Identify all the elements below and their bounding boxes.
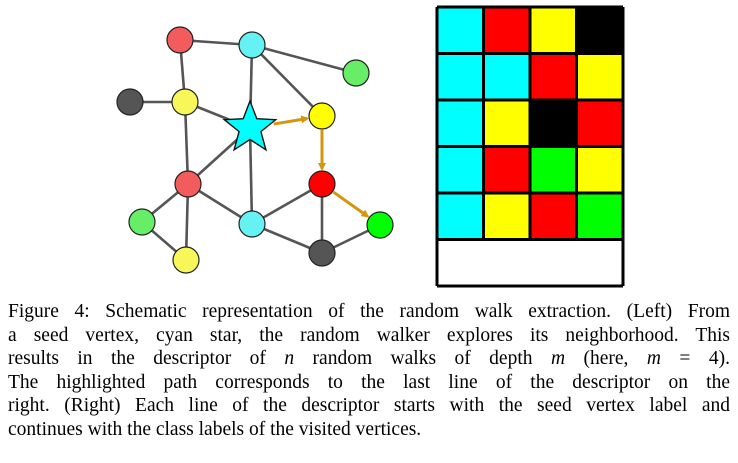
graph-node-cyan bbox=[238, 210, 266, 238]
graph-edge bbox=[251, 43, 357, 75]
caption-text: random walks of depth bbox=[294, 348, 551, 370]
caption-line: continues with the class labels of the v… bbox=[8, 418, 422, 440]
graph-node-green bbox=[366, 211, 394, 239]
descriptor-cell-cyan bbox=[437, 100, 484, 147]
descriptor-cell-yellow bbox=[576, 53, 623, 100]
descriptor-cell-red bbox=[576, 100, 623, 147]
graph-edge bbox=[183, 101, 190, 185]
seed-star-icon bbox=[222, 99, 278, 152]
random-walk-path bbox=[273, 115, 370, 218]
graph-node-yellow bbox=[172, 246, 200, 274]
caption-variable-m: m bbox=[646, 348, 661, 370]
walk-arrow bbox=[273, 115, 310, 126]
descriptor-cell-red bbox=[530, 193, 577, 240]
caption-line: Figure 4: Schematic representation of th… bbox=[8, 301, 730, 322]
descriptor-cell-empty bbox=[530, 239, 577, 286]
descriptor-cell-empty bbox=[576, 239, 623, 286]
descriptor-grid bbox=[435, 5, 625, 288]
graph-node-gray bbox=[308, 239, 336, 267]
graph-edge bbox=[251, 44, 323, 117]
caption-text: (here, bbox=[565, 348, 647, 370]
graph-node-cyan bbox=[238, 31, 266, 59]
caption-variable-m: m bbox=[550, 348, 566, 370]
descriptor-cell-black bbox=[576, 7, 623, 54]
descriptor-cell-yellow bbox=[483, 100, 530, 147]
caption-line: right. (Right) Each line of the descript… bbox=[8, 395, 730, 417]
graph-node-red bbox=[308, 170, 336, 198]
graph-diagram bbox=[116, 26, 394, 274]
descriptor-cell-black bbox=[530, 100, 577, 147]
descriptor-cell-green bbox=[530, 146, 577, 193]
descriptor-cell-cyan bbox=[437, 193, 484, 240]
graph-edge bbox=[248, 127, 254, 225]
descriptor-cell-cyan bbox=[437, 7, 484, 54]
figure-caption: Figure 4: Schematic representation of th… bbox=[8, 300, 730, 442]
graph-node-red bbox=[166, 26, 194, 54]
caption-line: The highlighted path corresponds to the … bbox=[8, 371, 730, 393]
descriptor-cell-cyan bbox=[437, 53, 484, 100]
descriptor-cell-yellow bbox=[530, 7, 577, 54]
descriptor-cell-cyan bbox=[483, 53, 530, 100]
caption-text: = 4). bbox=[660, 348, 730, 370]
descriptor-cell-yellow bbox=[483, 193, 530, 240]
caption-variable-n: n bbox=[284, 348, 295, 370]
walk-arrow bbox=[332, 190, 370, 218]
random-walk-figure bbox=[116, 5, 625, 288]
descriptor-cell-empty bbox=[483, 239, 530, 286]
graph-node-yellow bbox=[308, 102, 336, 130]
caption-line: results in the descriptor of n random wa… bbox=[8, 347, 730, 371]
graph-node-gray bbox=[116, 88, 144, 116]
descriptor-cell-red bbox=[483, 7, 530, 54]
descriptor-cell-red bbox=[483, 146, 530, 193]
caption-text: results in the descriptor of bbox=[8, 348, 285, 370]
graph-node-green bbox=[342, 59, 370, 87]
descriptor-cell-red bbox=[530, 53, 577, 100]
descriptor-cell-cyan bbox=[437, 146, 484, 193]
graph-node-red bbox=[174, 170, 202, 198]
descriptor-cell-empty bbox=[437, 239, 484, 286]
descriptor-cell-green bbox=[576, 193, 623, 240]
graph-nodes bbox=[116, 26, 394, 274]
graph-node-yellow bbox=[171, 88, 199, 116]
descriptor-cell-yellow bbox=[576, 146, 623, 193]
caption-line: a seed vertex, cyan star, the random wal… bbox=[8, 324, 730, 346]
graph-node-green bbox=[128, 208, 156, 236]
